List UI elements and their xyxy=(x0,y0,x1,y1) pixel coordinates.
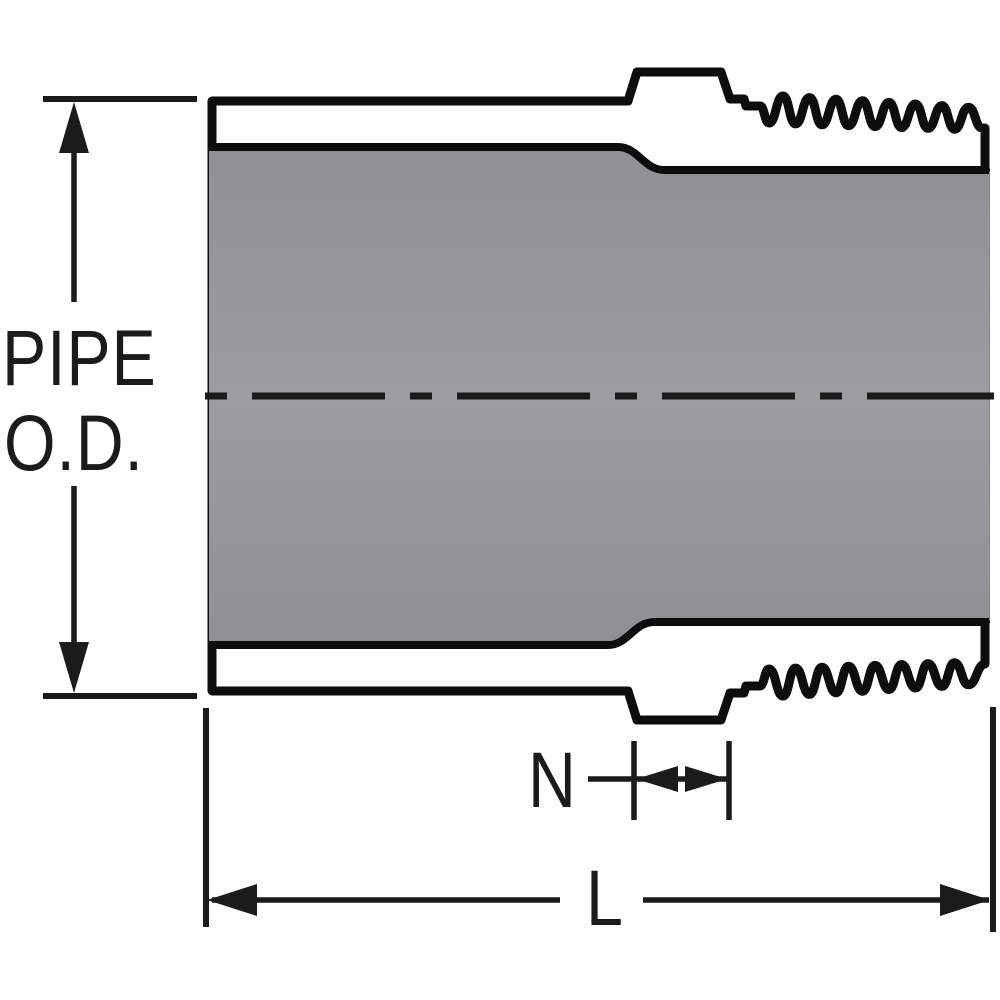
left-arrowhead-icon xyxy=(207,884,257,916)
l-dimension: L xyxy=(203,707,996,943)
socket-wall-line-top xyxy=(208,143,990,174)
right-arrowhead-icon xyxy=(940,884,990,916)
l-label: L xyxy=(586,855,624,943)
pipe-od-dimension: PIPE O.D. xyxy=(2,96,197,699)
fitting-socket-interior xyxy=(209,151,989,641)
pipe-od-label-line1: PIPE xyxy=(2,315,157,403)
right-arrowhead-icon xyxy=(685,766,727,792)
down-arrowhead-icon xyxy=(59,642,89,693)
left-arrowhead-icon xyxy=(636,766,678,792)
n-label: N xyxy=(528,737,577,825)
n-dimension: N xyxy=(528,737,732,825)
fitting-body xyxy=(205,67,994,725)
socket-wall-line-bottom xyxy=(208,618,990,649)
pipe-od-label-line2: O.D. xyxy=(4,400,144,488)
up-arrowhead-icon xyxy=(59,102,89,153)
